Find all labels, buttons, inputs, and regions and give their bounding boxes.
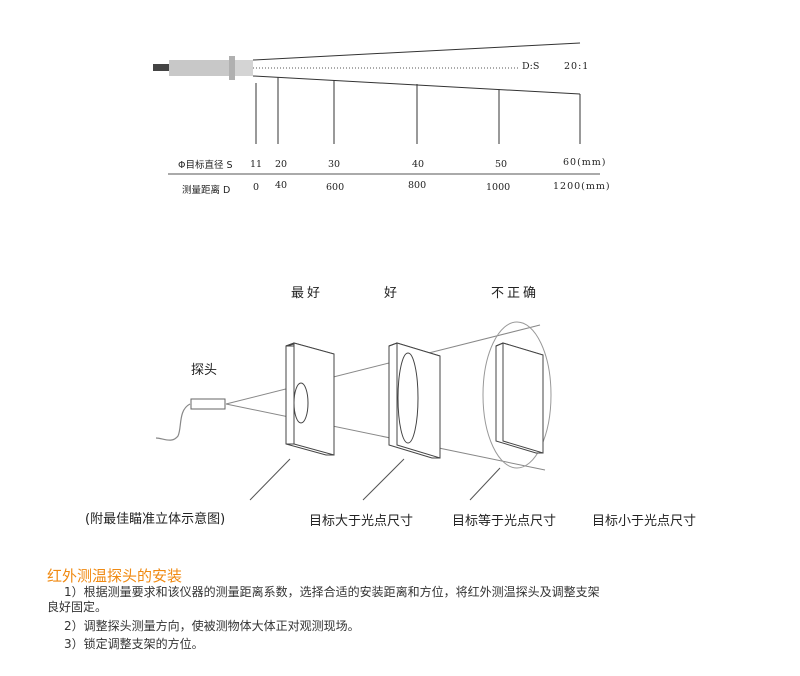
- probe-nut: [229, 56, 235, 80]
- row2-v5: 1200(mm): [553, 181, 611, 192]
- beam-lower: [225, 403, 546, 471]
- pointer-2: [362, 458, 405, 501]
- row1-v1: 20: [275, 159, 288, 170]
- row2-v1: 40: [275, 180, 288, 191]
- row2-v0: 0: [253, 182, 260, 193]
- install-step-1-cont: 良好固定。: [47, 600, 108, 614]
- row2-v3: 800: [408, 180, 427, 191]
- col-label-incorrect: 不正确: [491, 286, 540, 301]
- caption-stereo: (附最佳瞄准立体示意图): [85, 512, 226, 527]
- caption-larger: 目标大于光点尺寸: [309, 514, 414, 529]
- row2-v4: 1000: [486, 182, 511, 193]
- caption-smaller: 目标小于光点尺寸: [592, 514, 697, 529]
- row2-label: 测量距离 D: [182, 185, 231, 196]
- probe-tip: [235, 60, 253, 76]
- target-best: [285, 342, 335, 456]
- row1-label: Φ目标直径 S: [178, 160, 233, 171]
- row1-v0: 11: [250, 159, 263, 170]
- row1-v5: 60(mm): [563, 157, 607, 168]
- probe-cable: [153, 64, 169, 71]
- ratio-label: D:S: [522, 61, 540, 72]
- cone-upper-line: [252, 42, 581, 61]
- target-good: [388, 342, 441, 459]
- col-label-good: 好: [384, 286, 398, 301]
- target-incorrect: [482, 321, 552, 469]
- install-step-1: 1）根据测量要求和该仪器的测量距离系数，选择合适的安装距离和方位，将红外测温探头…: [64, 585, 600, 599]
- caption-equal: 目标等于光点尺寸: [452, 514, 557, 529]
- install-step-3: 3）锁定调整支架的方位。: [64, 637, 204, 651]
- col-label-best: 最好: [291, 286, 324, 301]
- spot-markers: [255, 77, 581, 144]
- probe-body: [169, 60, 229, 76]
- row1-v3: 40: [412, 159, 425, 170]
- install-title: 红外测温探头的安装: [47, 567, 183, 585]
- pointer-1: [249, 458, 291, 501]
- probe-label: 探头: [191, 363, 218, 378]
- beam-upper: [225, 324, 541, 405]
- install-step-2: 2）调整探头测量方向，使被测物体大体正对观测现场。: [64, 619, 360, 633]
- probe-cable-curve: [155, 403, 191, 441]
- pointer-3: [469, 467, 501, 501]
- row1-v4: 50: [495, 159, 508, 170]
- row2-v2: 600: [326, 182, 345, 193]
- ratio-value: 20:1: [564, 61, 590, 72]
- row1-v2: 30: [328, 159, 341, 170]
- aim-probe: [190, 398, 226, 410]
